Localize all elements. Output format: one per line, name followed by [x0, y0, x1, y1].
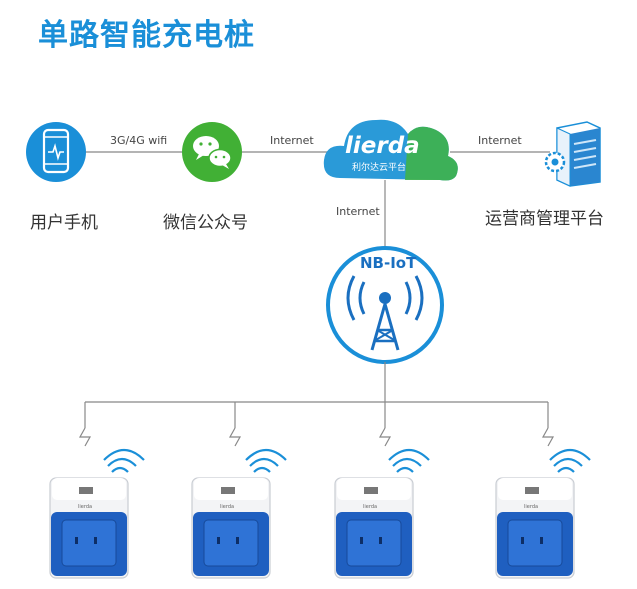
link-label-phone-wechat: 3G/4G wifi [110, 134, 168, 147]
server-icon [544, 121, 601, 187]
charging-pile-device: lierda [334, 448, 430, 579]
phone-icon [26, 122, 86, 182]
cloud-icon [323, 119, 458, 181]
phone-label: 用户手机 [30, 213, 98, 233]
charging-pile-device: lierda [495, 448, 591, 579]
charging-pile-device: lierda [49, 448, 145, 579]
nbiot-tower-icon [326, 246, 444, 364]
wechat-icon [182, 122, 242, 182]
device-brand: lierda [220, 504, 234, 510]
link-label-wechat-cloud: Internet [270, 134, 314, 147]
page-title: 单路智能充电桩 [38, 18, 255, 53]
link-label-cloud-operator: Internet [478, 134, 522, 147]
cloud-brand-text: lierda [345, 133, 420, 159]
operator-label: 运营商管理平台 [485, 209, 604, 229]
cloud-sub-text: 利尔达云平台 [352, 161, 406, 173]
device-brand: lierda [363, 504, 377, 510]
device-brand: lierda [524, 504, 538, 510]
device-drops [78, 402, 555, 447]
wechat-label: 微信公众号 [163, 213, 248, 233]
nbiot-label: NB-IoT [360, 254, 417, 272]
link-label-cloud-nbiot: Internet [336, 205, 380, 218]
charging-pile-device: lierda [191, 448, 287, 579]
device-brand: lierda [78, 504, 92, 510]
